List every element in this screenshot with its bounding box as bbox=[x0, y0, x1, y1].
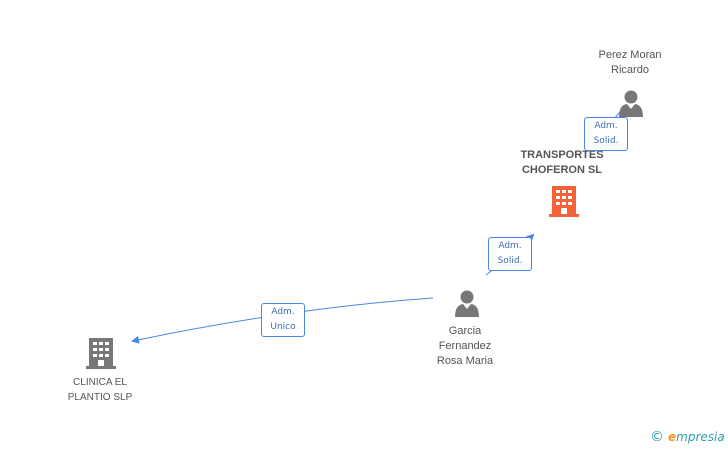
edge-label-line: Solid. bbox=[497, 256, 523, 266]
edge-label-line: Adm. bbox=[594, 121, 618, 131]
edge-label-garcia-transportes[interactable]: Adm. Solid. bbox=[488, 237, 532, 271]
edge-label-line: Solid. bbox=[593, 136, 619, 146]
brand-name: mpresia bbox=[676, 430, 725, 444]
edge-label-garcia-clinica[interactable]: Adm. Unico bbox=[261, 303, 305, 337]
node-label-garcia[interactable]: Garcia Fernandez Rosa Maria bbox=[415, 324, 515, 369]
node-label-line: Ricardo bbox=[611, 64, 649, 76]
person-icon[interactable] bbox=[455, 290, 479, 318]
node-label-line: CLINICA EL bbox=[73, 377, 127, 388]
node-label-line: Rosa Maria bbox=[436, 355, 494, 367]
building-icon[interactable] bbox=[86, 338, 116, 369]
copyright-icon: © bbox=[650, 429, 664, 445]
edge-label-line: Adm. bbox=[271, 307, 295, 317]
node-label-clinica[interactable]: CLINICA EL PLANTIO SLP bbox=[50, 375, 150, 405]
building-icon[interactable] bbox=[549, 186, 579, 217]
node-label-line: PLANTIO SLP bbox=[67, 392, 133, 403]
empresia-logo: © empresia bbox=[650, 429, 725, 445]
node-label-line: Perez Moran bbox=[598, 49, 662, 61]
person-icon[interactable] bbox=[619, 90, 643, 118]
node-label-line: TRANSPORTES bbox=[520, 149, 604, 161]
node-label-line: Fernandez bbox=[438, 340, 492, 352]
node-label-line: Garcia bbox=[448, 325, 482, 337]
node-label-transportes[interactable]: TRANSPORTES CHOFERON SL bbox=[507, 148, 617, 178]
edge-label-perez-transportes[interactable]: Adm. Solid. bbox=[584, 117, 628, 151]
brand-e: e bbox=[668, 430, 677, 444]
node-label-perez[interactable]: Perez Moran Ricardo bbox=[580, 48, 680, 78]
edge-label-line: Adm. bbox=[498, 241, 522, 251]
node-label-line: CHOFERON SL bbox=[521, 164, 603, 176]
edge-label-line: Unico bbox=[270, 322, 296, 332]
